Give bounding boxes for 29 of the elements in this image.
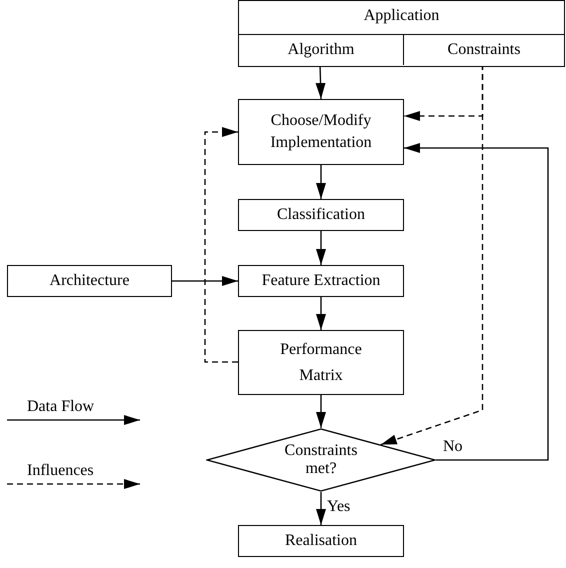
node-label: Classification [277,205,365,226]
arrow [172,276,238,286]
process-box [238,99,404,165]
process-box [238,525,404,557]
legend-label: Influences [27,462,94,480]
node-label: Feature Extraction [262,271,380,292]
node-label: Algorithm [288,40,354,60]
arrow [316,165,326,199]
arrow [316,231,326,265]
node-label: Constraints [448,40,520,60]
process-box [238,0,565,67]
process-box [238,265,404,297]
arrow [204,127,238,363]
node-label: Performance Matrix [279,340,363,386]
process-box [238,199,404,231]
legend-label: Data Flow [27,398,94,416]
process-box [238,330,404,395]
node-label: Realisation [285,531,357,552]
process-box [403,34,564,65]
arrow [316,395,326,428]
process-box [7,265,172,297]
node-label: Architecture [50,271,130,292]
decision-diamond [206,428,436,492]
node-label: Choose/Modify Implementation [269,111,373,153]
arrow [316,297,326,330]
node-label: Application [364,6,440,26]
node-label: Constraints met? [284,442,358,478]
arrow [404,143,549,461]
arrow [316,492,326,525]
